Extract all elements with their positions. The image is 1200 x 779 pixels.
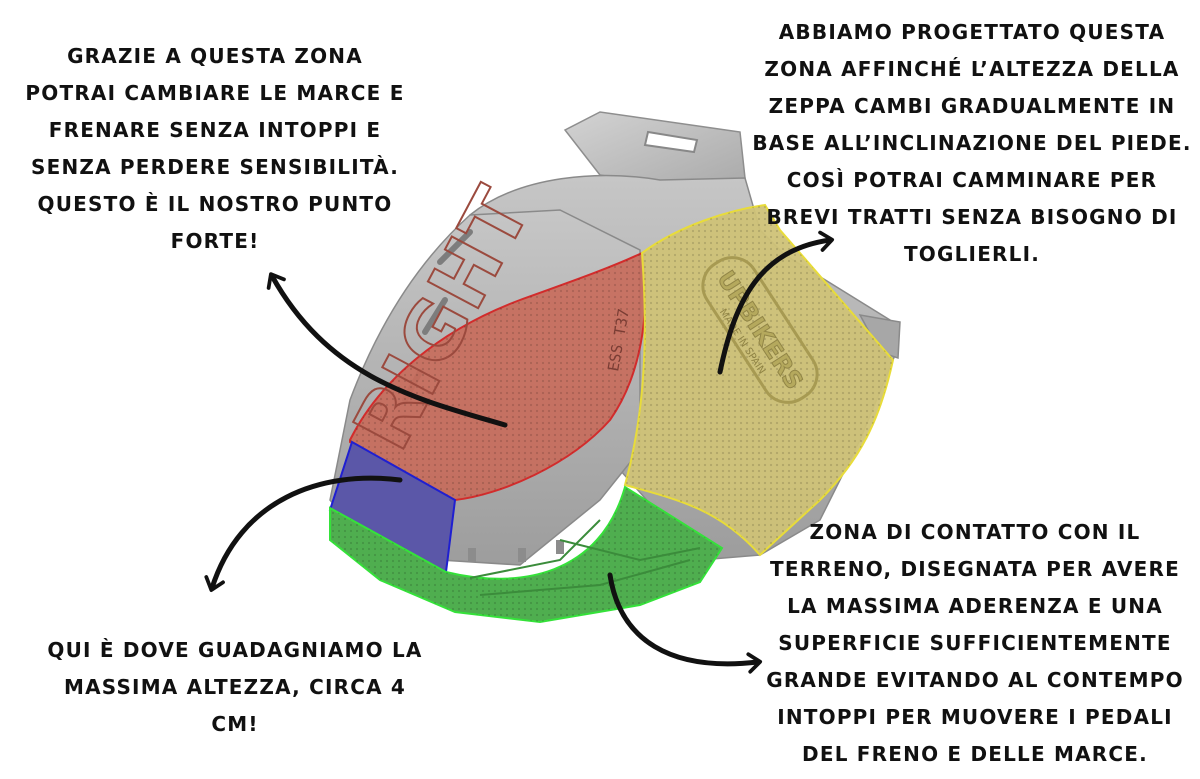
arrow-top-left <box>266 272 508 428</box>
arrow-bottom-right <box>607 572 763 674</box>
annotation-ground-contact-zone: Zona di contatto con il terreno, disegna… <box>766 520 1184 766</box>
ground-contact-zone <box>329 485 724 624</box>
annotation-gear-brake-zone: Grazie a questa zona potrai cambiare le … <box>25 44 405 253</box>
arrow-bottom-left <box>204 475 403 592</box>
arrow-top-right <box>717 230 835 375</box>
annotation-max-height-zone: Qui è dove guadagniamo la massima altezz… <box>47 638 423 736</box>
annotation-gradual-height-zone: Abbiamo progettato questa zona affinché … <box>752 20 1192 266</box>
